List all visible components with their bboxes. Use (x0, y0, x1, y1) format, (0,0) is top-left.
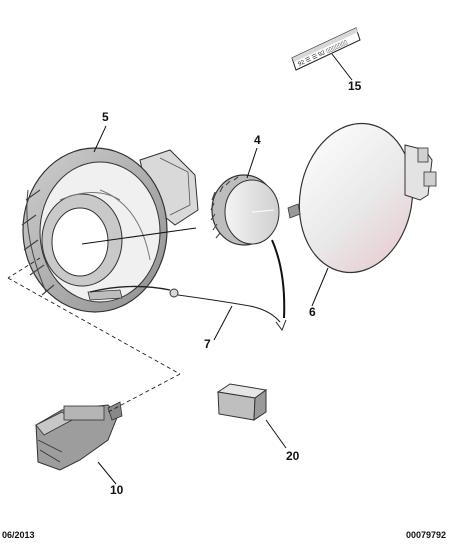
callout-4: 4 (254, 133, 261, 147)
callout-15: 15 (348, 79, 362, 93)
leader-4 (246, 147, 258, 179)
fuel-door-lid-part-6 (287, 122, 437, 274)
leader-lines (81, 53, 353, 485)
switch-part-20 (216, 383, 268, 421)
axis-line-5 (81, 227, 197, 245)
callout-5: 5 (102, 110, 109, 124)
callout-20: 20 (286, 449, 300, 463)
assembly-dashed-lines (7, 257, 181, 413)
label-plate-part-15: 92 ☰ ☰ 92 ▯▯▯▯▯▯▯ (291, 27, 361, 71)
leader-15 (331, 53, 353, 81)
leader-6 (311, 267, 329, 307)
leader-20 (265, 419, 287, 449)
actuator-part-10 (35, 401, 123, 471)
tether-cord-part-7 (89, 239, 287, 332)
callout-7: 7 (204, 337, 211, 351)
footer-date: 06/2013 (2, 530, 35, 540)
filler-housing-part-5 (21, 147, 199, 313)
leader-10 (97, 461, 117, 485)
callout-10: 10 (110, 483, 124, 497)
leader-5 (93, 125, 107, 153)
axis-line-4 (251, 209, 275, 213)
leader-7 (213, 305, 233, 341)
footer-reference: 00079792 (405, 530, 446, 540)
callout-6: 6 (309, 305, 316, 319)
